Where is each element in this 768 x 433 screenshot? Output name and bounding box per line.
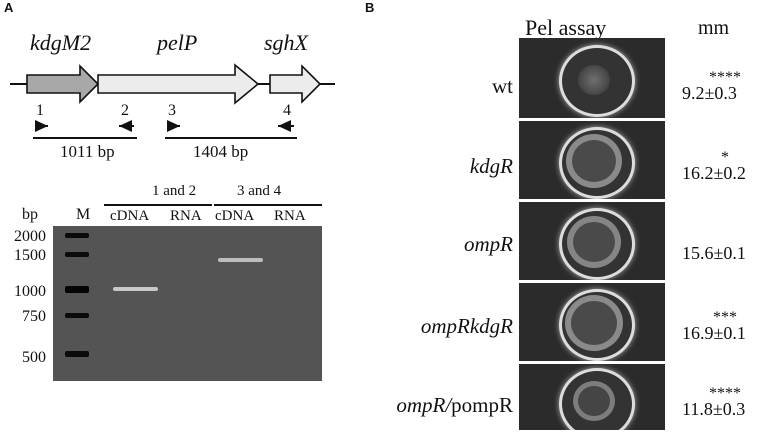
group-2-label: 3 and 4 (237, 183, 282, 199)
strain-label-kdgR: kdgR (469, 154, 513, 178)
strain-label-ompR: ompR (464, 232, 513, 256)
lane-cdna-2-label: cDNA (215, 208, 255, 224)
lane-cdna-1-label: cDNA (110, 208, 150, 224)
cdna-band-1404 (218, 258, 263, 262)
bp-axis-label: bp (22, 206, 38, 223)
stars-ompR-pompR: **** (709, 385, 741, 402)
lane-rna-2-label: RNA (274, 208, 306, 224)
stars-kdgR: * (721, 149, 729, 166)
operon-diagram (10, 63, 335, 139)
ladder-band-500 (65, 351, 89, 357)
ladder-band-750 (65, 313, 89, 318)
gene-sghX-label: sghX (264, 30, 308, 55)
panel-a-label: A (4, 0, 14, 15)
group-2-bracket (214, 204, 322, 206)
gene-kdgM2-label: kdgM2 (30, 30, 92, 55)
ladder-1000-label: 1000 (14, 283, 46, 300)
primer-4-label: 4 (283, 102, 291, 119)
plate-wt (519, 38, 665, 118)
ladder-500-label: 500 (22, 349, 46, 366)
value-wt: 9.2±0.3 (682, 83, 737, 103)
stars-ompRkdgR: *** (713, 309, 737, 326)
strain-label-ompR-pompR: ompR/pompR (396, 393, 513, 417)
ladder-2000-label: 2000 (14, 228, 46, 245)
panel-b-label: B (365, 0, 375, 15)
value-ompR: 15.6±0.1 (682, 243, 746, 263)
halo-ompR (567, 216, 621, 268)
pelP-arrow (97, 63, 260, 105)
plate-kdgR (519, 121, 665, 199)
primer-1-label: 1 (36, 102, 44, 119)
ladder-1500-label: 1500 (14, 247, 46, 264)
pel-assay-title: Pel assay (525, 15, 607, 40)
cdna-band-1011 (113, 287, 158, 291)
strain-label-ompRkdgR: ompRkdgR (420, 314, 513, 338)
marker-lane-label: M (76, 206, 91, 223)
primer-2-label: 2 (121, 102, 129, 119)
strain-label-wt: wt (492, 74, 513, 98)
sghX-arrow (269, 64, 322, 104)
value-ompR-pompR: 11.8±0.3 (682, 399, 746, 419)
group-1-bracket (104, 204, 212, 206)
value-ompRkdgR: 16.9±0.1 (682, 323, 746, 343)
plate-ompRkdgR (519, 283, 665, 361)
gene-pelP-label: pelP (157, 30, 198, 55)
product-1-size: 1011 bp (60, 142, 115, 161)
value-kdgR: 16.2±0.2 (682, 163, 746, 183)
product-2-size: 1404 bp (193, 142, 249, 161)
plate-ompR-pompR (519, 364, 665, 430)
halo-ompR-pompR (573, 381, 615, 421)
kdgM2-arrow (26, 64, 100, 104)
halo-ompRkdgR (565, 295, 623, 351)
halo-wt (578, 65, 610, 95)
ladder-band-1500 (65, 252, 89, 257)
halo-kdgR (566, 134, 622, 188)
ladder-750-label: 750 (22, 308, 46, 325)
stars-wt: **** (709, 69, 741, 86)
primer-3-label: 3 (168, 102, 176, 119)
ladder-band-2000 (65, 233, 89, 238)
plate-ompR (519, 202, 665, 280)
group-1-label: 1 and 2 (152, 183, 197, 199)
ladder-band-1000 (65, 286, 89, 293)
mm-unit-header: mm (698, 17, 730, 39)
lane-rna-1-label: RNA (170, 208, 202, 224)
agarose-gel-image (53, 226, 322, 381)
